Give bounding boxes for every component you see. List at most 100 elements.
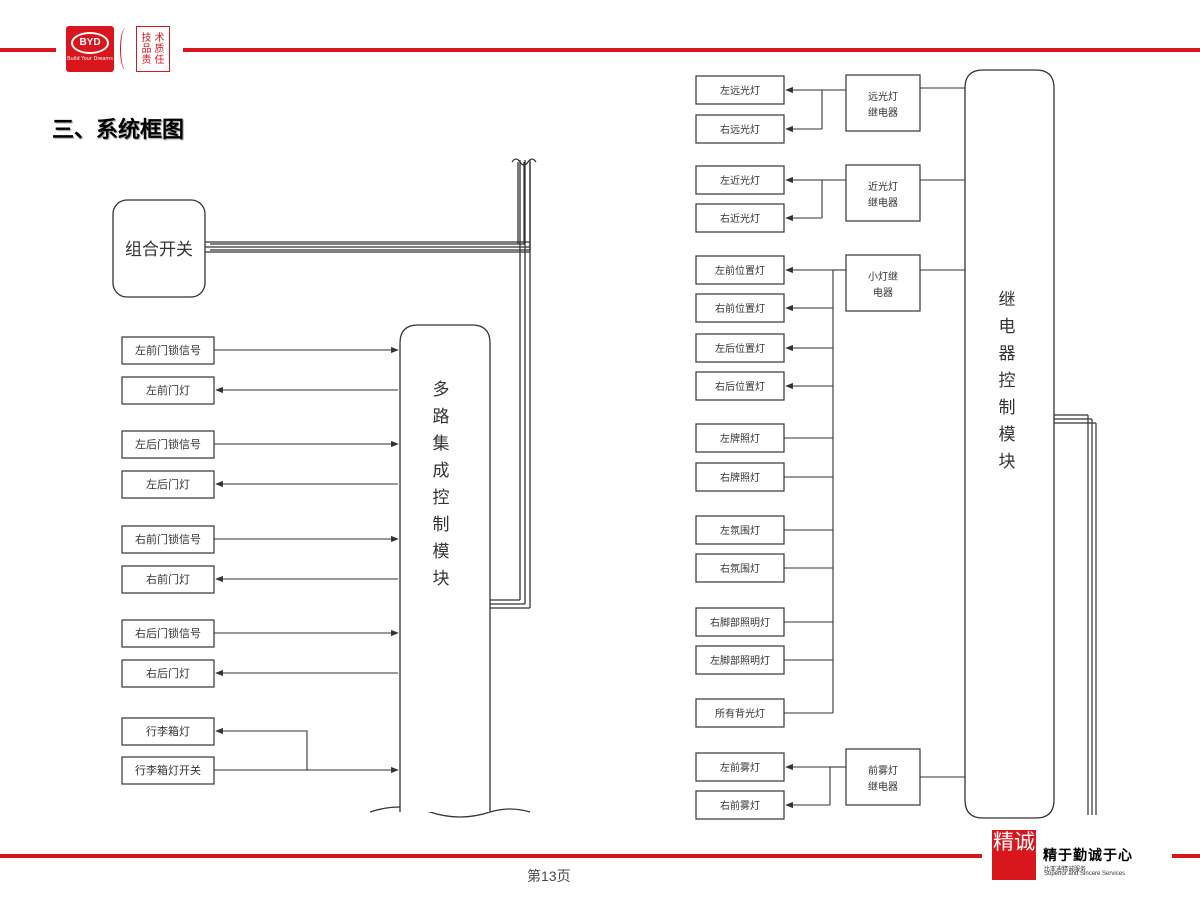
signal-label: 行李箱灯 — [146, 724, 190, 738]
lamp-label: 右远光灯 — [720, 123, 760, 136]
multiplex-module-char: 集 — [433, 434, 450, 454]
signal-box — [121, 376, 215, 405]
signal-box — [121, 336, 215, 365]
brand-subtitle-cn: 比亚迪精诚服务 — [1044, 867, 1087, 873]
relay-label-line2: 继电器 — [868, 196, 898, 209]
brand-subtitle-en: Superior and Sincere Services — [1044, 871, 1126, 877]
lamp-label: 右脚部照明灯 — [710, 616, 770, 629]
lamp-label: 左脚部照明灯 — [710, 654, 770, 667]
multiplex-module-char: 控 — [433, 488, 450, 508]
relay-module-char: 电 — [999, 317, 1016, 337]
header-rule-left — [0, 48, 56, 52]
signal-box — [121, 717, 215, 746]
lamp-label: 右前位置灯 — [715, 302, 765, 315]
signal-box — [121, 659, 215, 688]
signal-label: 右后门锁信号 — [135, 626, 201, 640]
lamp-box — [695, 165, 785, 195]
multiplex-module-box — [399, 324, 491, 812]
lamp-label: 左前位置灯 — [715, 264, 765, 277]
signal-box — [121, 565, 215, 594]
relay-label-line2: 继电器 — [868, 780, 898, 793]
relay-label-line1: 前雾灯 — [868, 764, 898, 777]
relay-module-char: 制 — [999, 398, 1016, 418]
page-footer: 第13页 精诚 精于勤诚于心 比亚迪精诚服务 Superior and Sinc… — [0, 820, 1200, 900]
logo-separator — [120, 28, 131, 70]
seal-char: 技 — [141, 32, 152, 44]
lamp-label: 左牌照灯 — [720, 432, 760, 445]
lamp-box — [695, 255, 785, 285]
lamp-box — [695, 698, 785, 728]
page-title: 三、系统框图 — [52, 118, 185, 143]
lamp-label: 右氛围灯 — [720, 562, 760, 575]
signal-box — [121, 525, 215, 554]
signal-label: 左后门灯 — [146, 477, 190, 491]
lamp-label: 左近光灯 — [720, 174, 760, 187]
relay-box — [845, 164, 921, 222]
byd-logo: BYD Build Your Dreams — [66, 26, 114, 72]
combo-switch-box — [112, 199, 206, 298]
lamp-box — [695, 371, 785, 401]
relay-box — [845, 748, 921, 806]
signal-label: 左后门锁信号 — [135, 437, 201, 451]
seal-char: 术 — [154, 32, 165, 44]
multiplex-module-char: 块 — [433, 569, 450, 589]
byd-logo-text: BYD — [71, 32, 109, 54]
lamp-box — [695, 203, 785, 233]
multiplex-module-char: 制 — [433, 515, 450, 535]
lamp-box — [695, 790, 785, 820]
relay-box — [845, 254, 921, 312]
signal-box — [121, 619, 215, 648]
brand-slogan: 精于勤诚于心 — [1043, 848, 1133, 864]
lamp-label: 左氛围灯 — [720, 524, 760, 537]
signal-label: 右前门锁信号 — [135, 532, 201, 546]
signal-label: 左前门锁信号 — [135, 343, 201, 357]
relay-module-char: 控 — [999, 371, 1016, 391]
quality-seal: 技 术 品 质 责 任 — [136, 26, 170, 72]
seal-char: 责 — [141, 54, 152, 66]
relay-label-line1: 远光灯 — [868, 90, 898, 103]
relay-label-line2: 继电器 — [868, 106, 898, 119]
relay-module-char: 块 — [999, 452, 1016, 472]
footer-rule-right — [1172, 854, 1200, 858]
relay-module-char: 继 — [999, 290, 1016, 310]
relay-module-char: 模 — [999, 425, 1016, 445]
page-header: BYD Build Your Dreams 技 术 品 质 责 任 — [0, 0, 1200, 90]
header-rule-right — [183, 48, 1200, 52]
lamp-box — [695, 333, 785, 363]
relay-box — [845, 74, 921, 132]
relay-label-line1: 小灯继 — [868, 270, 898, 283]
lamp-box — [695, 645, 785, 675]
signal-label: 行李箱灯开关 — [135, 763, 201, 777]
lamp-label: 右牌照灯 — [720, 471, 760, 484]
combo-switch-label: 组合开关 — [125, 240, 193, 260]
lamp-label: 左后位置灯 — [715, 342, 765, 355]
footer-rule-left — [0, 854, 982, 858]
lamp-label: 右近光灯 — [720, 212, 760, 225]
signal-label: 右前门灯 — [146, 572, 190, 586]
lamp-box — [695, 607, 785, 637]
lamp-label: 左远光灯 — [720, 84, 760, 97]
page-number: 第13页 — [527, 868, 571, 884]
jingcheng-logo: 精诚 — [992, 830, 1036, 880]
lamp-label: 左前雾灯 — [720, 761, 760, 774]
lamp-box — [695, 293, 785, 323]
lamp-box — [695, 515, 785, 545]
lamp-box — [695, 75, 785, 105]
signal-box — [121, 430, 215, 459]
signal-box — [121, 470, 215, 499]
lamp-box — [695, 752, 785, 782]
lamp-box — [695, 423, 785, 453]
relay-module-char: 器 — [999, 344, 1016, 364]
seal-char: 品 — [141, 43, 152, 55]
lamp-box — [695, 462, 785, 492]
multiplex-module-char: 多 — [433, 380, 450, 400]
lamp-label: 所有背光灯 — [715, 707, 765, 720]
relay-label-line1: 近光灯 — [868, 180, 898, 193]
lamp-label: 右前雾灯 — [720, 799, 760, 812]
seal-char: 任 — [154, 54, 165, 66]
signal-box — [121, 756, 215, 785]
relay-label-line2: 电器 — [873, 286, 893, 299]
